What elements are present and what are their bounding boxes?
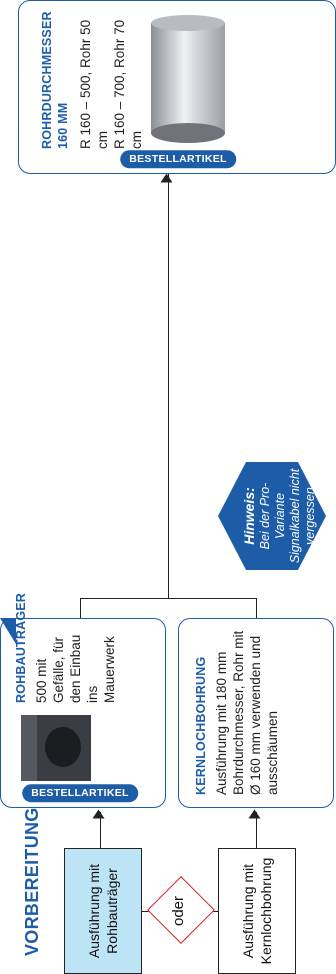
- hint-title: Hinweis:: [241, 487, 257, 545]
- connector-line: [168, 174, 170, 599]
- option-rough-carrier-label: Ausführung mit Rohbauträger: [86, 863, 120, 959]
- arrow-icon: [92, 809, 105, 819]
- core-drilling-card: Kernlochbohrung Ausführung mit 180 mm Bo…: [178, 618, 334, 808]
- option-core-drilling-box: Ausführung mit Kernlochbohrung: [218, 848, 296, 974]
- or-label: oder: [170, 895, 187, 927]
- hint-text: Bei der Pro-Variante Signalkabel nicht v…: [258, 468, 317, 564]
- rough-carrier-text: 500 mit Gefälle, für den Einbau ins Maue…: [34, 634, 117, 703]
- arrow-icon: [248, 809, 261, 819]
- pipe-card: Bestellartikel Rohrdurchmesser 160 mm: [18, 0, 336, 174]
- rough-carrier-card: Bestellartikel Rohbauträger 500 mit Gefä…: [0, 593, 166, 808]
- connector-line: [256, 598, 258, 618]
- pipe-specs: R 160 – 500, Rohr 50 cm R 160 – 700, Roh…: [77, 0, 145, 149]
- connector-line: [80, 598, 82, 618]
- pipe-image: [143, 15, 233, 143]
- core-drilling-title: Kernlochbohrung: [194, 656, 208, 795]
- order-badge: Bestellartikel: [120, 150, 236, 169]
- core-drilling-text: Ausführung mit 180 mm Bohrdurchmesser, R…: [214, 630, 280, 795]
- rough-carrier-title: Rohbauträger: [14, 592, 28, 703]
- pipe-title: Rohrdurchmesser 160 mm: [39, 11, 71, 149]
- pipe-spec-line1: R 160 – 500, Rohr 50 cm: [78, 19, 110, 149]
- rough-carrier-image: [15, 711, 95, 783]
- pipe-title-line1: Rohrdurchmesser: [40, 11, 54, 149]
- hint-text-block: Hinweis: Bei der Pro-Variante Signalkabe…: [241, 468, 318, 564]
- option-core-drilling-label: Ausführung mit Kernlochbohrung: [240, 857, 274, 965]
- order-badge: Bestellartikel: [22, 784, 138, 803]
- arrow-icon: [160, 173, 173, 183]
- decorative-corner: [0, 618, 16, 644]
- option-rough-carrier-box: Ausführung mit Rohbauträger: [64, 848, 142, 974]
- hint-hexagon: Hinweis: Bei der Pro-Variante Signalkabe…: [216, 458, 328, 574]
- pipe-spec-line2: R 160 – 700, Rohr 70 cm: [112, 19, 144, 149]
- pipe-title-line2: 160 mm: [56, 102, 70, 149]
